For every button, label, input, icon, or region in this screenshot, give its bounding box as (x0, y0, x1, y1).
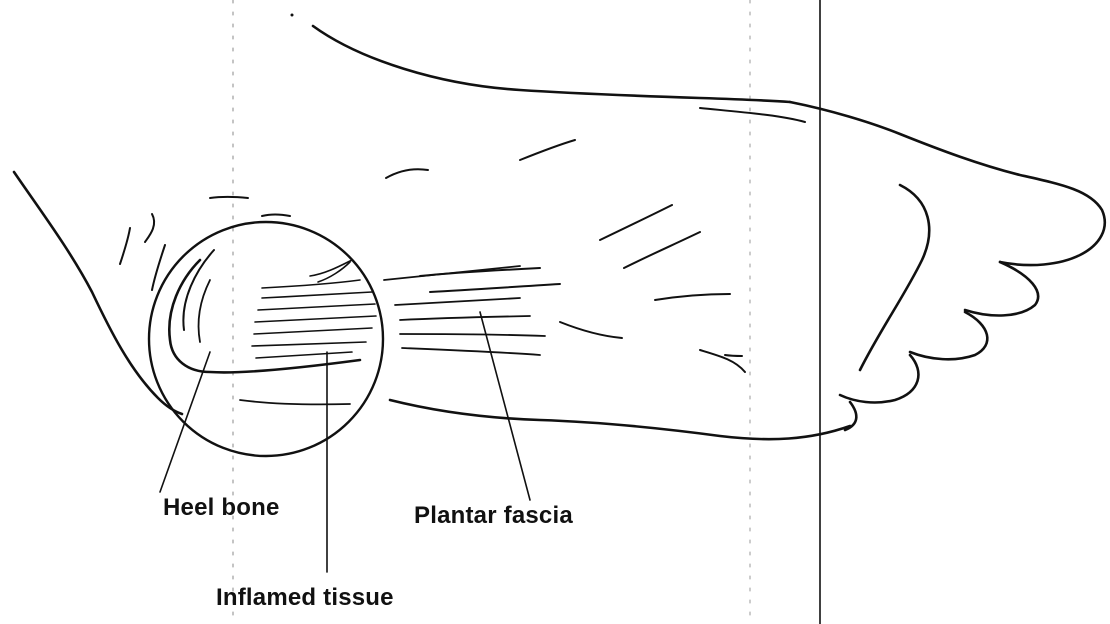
label-plantar-fascia: Plantar fascia (414, 502, 573, 530)
label-inflamed-tissue: Inflamed tissue (216, 584, 394, 612)
inflamed-tissue-hatching (252, 260, 376, 358)
plantar-fascia-fibers (384, 266, 545, 355)
foot-outline (14, 26, 1105, 439)
foot-contour-strokes (120, 108, 805, 372)
label-heel-bone: Heel bone (163, 494, 280, 522)
leader-line-heel-bone (160, 352, 210, 492)
inflammation-magnifier (149, 222, 383, 456)
leader-line-plantar-fascia (480, 312, 530, 500)
page-guide-lines (233, 0, 820, 624)
